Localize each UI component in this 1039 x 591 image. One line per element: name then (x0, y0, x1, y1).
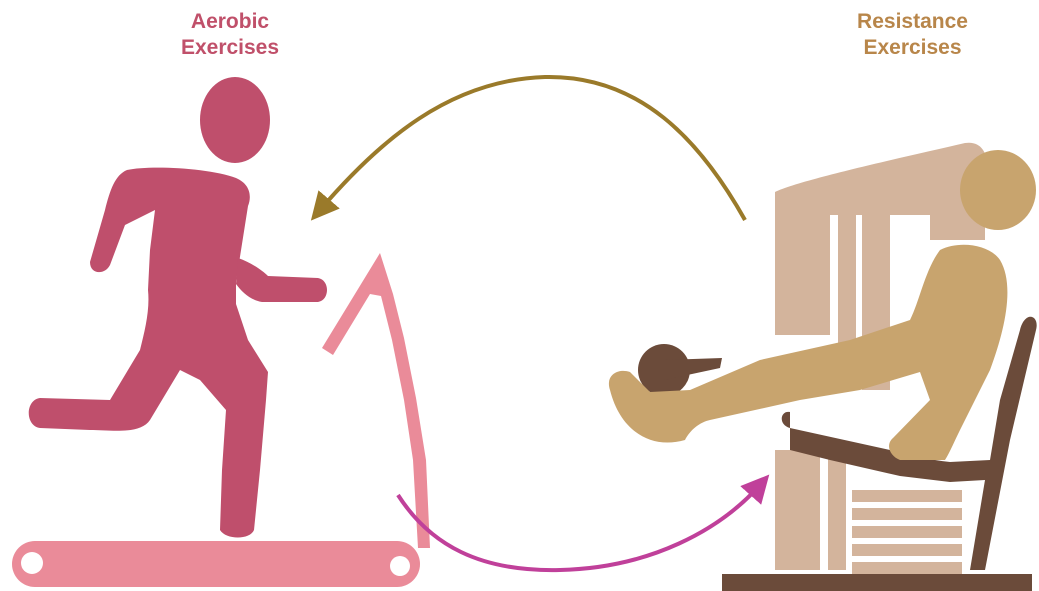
runner-icon (29, 77, 327, 538)
bottom-cycle-arrow (398, 485, 760, 570)
top-cycle-arrow (320, 77, 745, 220)
